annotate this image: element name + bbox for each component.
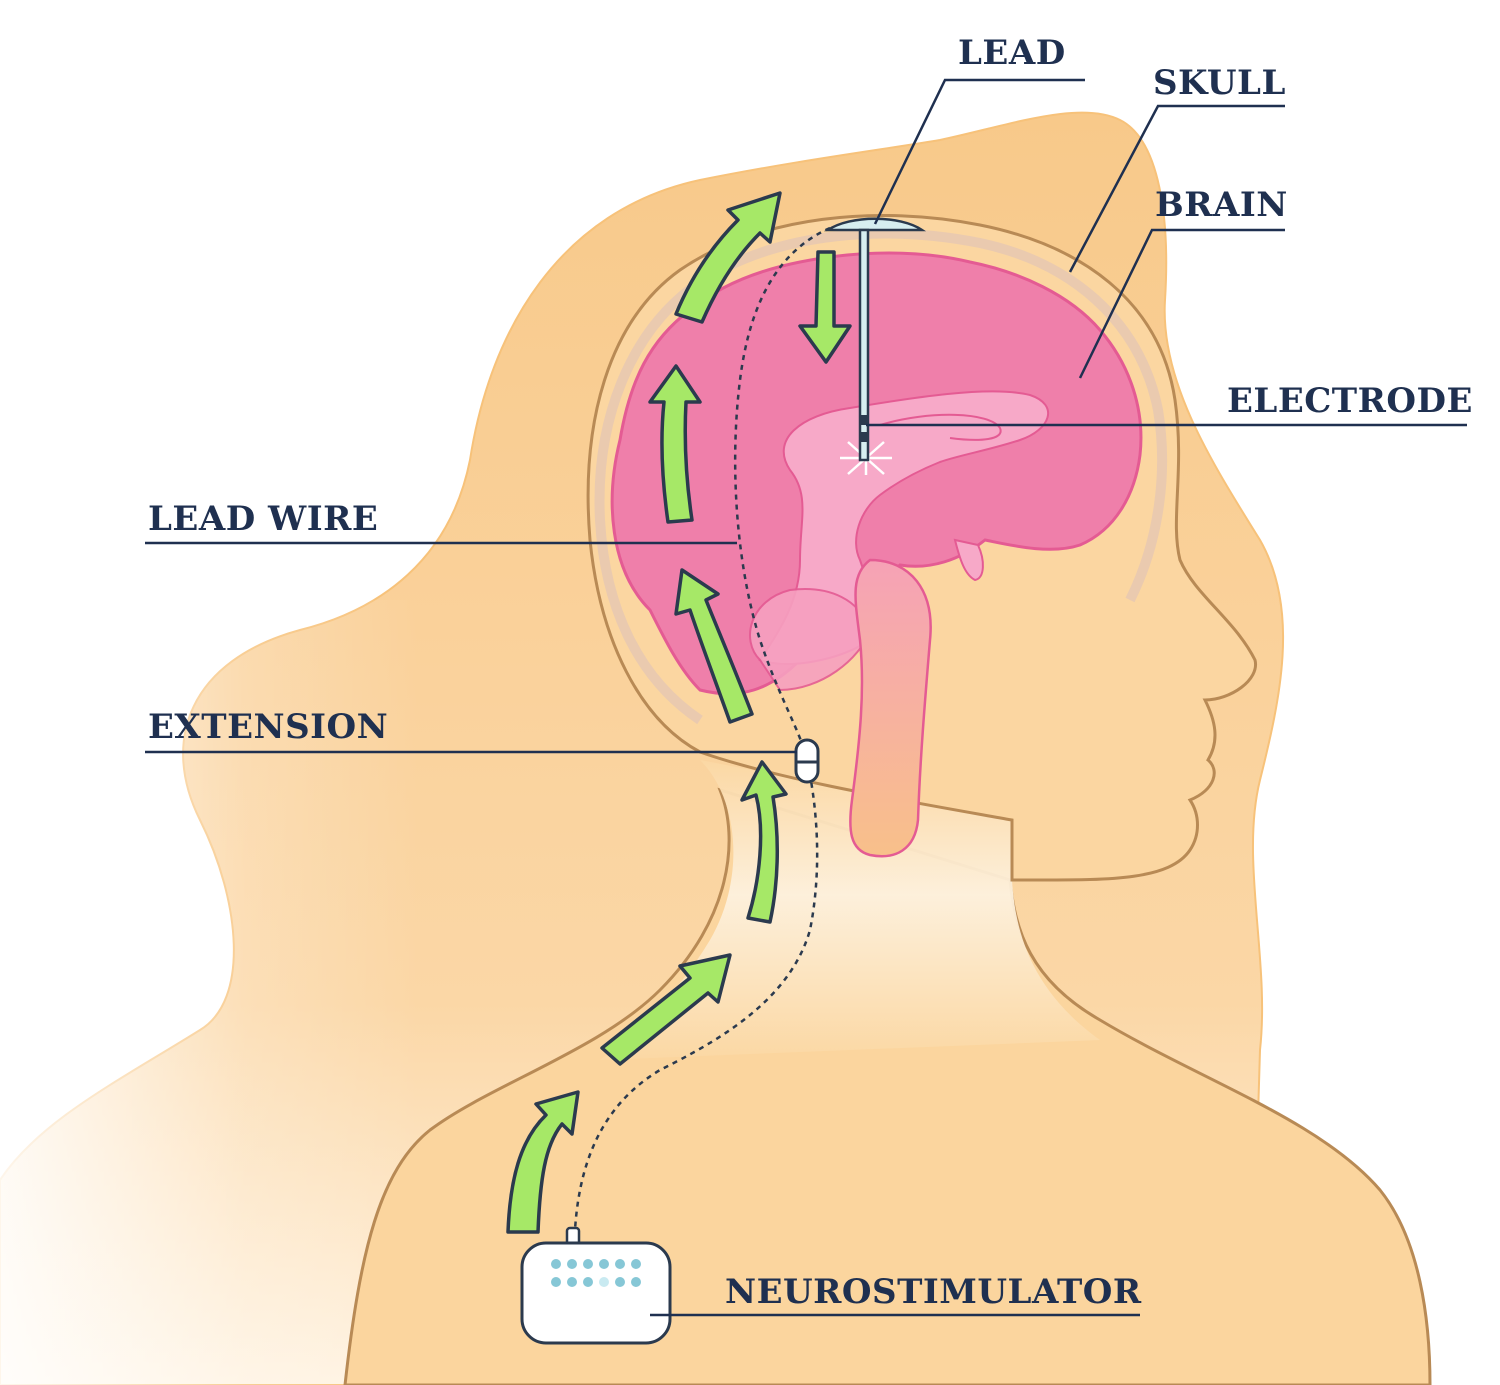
arrow-up-icon [506, 1090, 580, 1234]
leader-lines [145, 78, 1467, 1317]
arrow-back-upper-icon [648, 364, 702, 524]
shoulders [343, 787, 1432, 1385]
arrow-back-lower-icon [674, 568, 754, 724]
arrow-diagonal-icon [600, 953, 732, 1066]
neck [600, 760, 1100, 1060]
brainstem [849, 558, 932, 858]
label-electrode: ELECTRODE [1227, 381, 1473, 421]
neurostimulator-device [520, 1226, 672, 1345]
lead-probe [823, 217, 927, 462]
arrow-top-icon [674, 191, 782, 324]
arrow-down-icon [798, 250, 852, 364]
pituitary [953, 538, 984, 582]
extension-connector [794, 738, 820, 784]
signal-arrows [506, 191, 852, 1234]
skull-outline [594, 228, 1168, 725]
label-lead-wire: LEAD WIRE [148, 499, 378, 539]
label-brain: BRAIN [1155, 185, 1288, 225]
cerebellum [749, 588, 872, 692]
label-lead: LEAD [958, 33, 1066, 73]
label-skull: SKULL [1153, 63, 1286, 103]
label-extension: EXTENSION [148, 707, 388, 747]
arrow-neck-icon [740, 760, 788, 924]
label-neurostimulator: NEUROSTIMULATOR [725, 1272, 1142, 1312]
